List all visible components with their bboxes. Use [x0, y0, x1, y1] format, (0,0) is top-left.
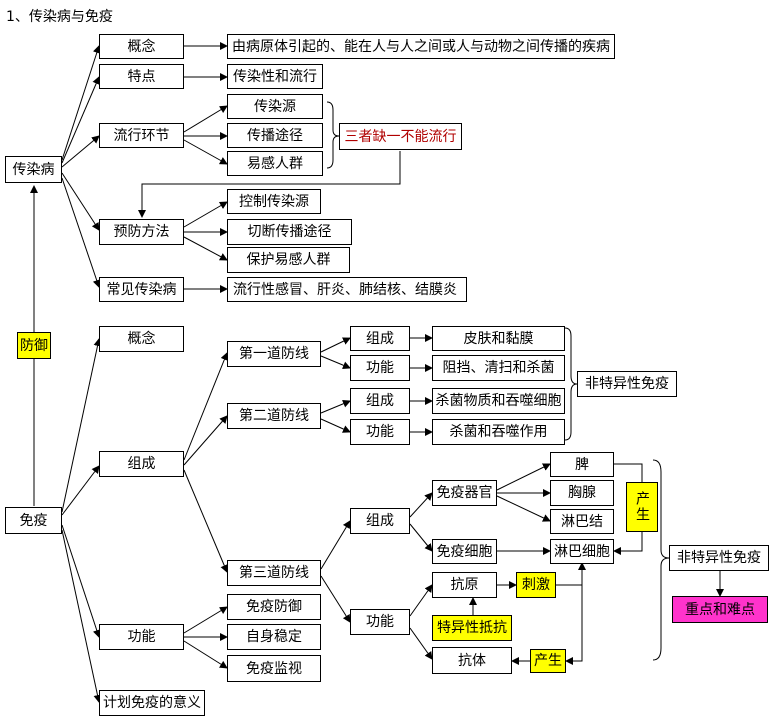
node-mianyi: 免疫 [5, 507, 62, 534]
node-immune-defense: 免疫防御 [227, 594, 321, 620]
node-second-function: 功能 [350, 419, 410, 445]
node-second-line: 第二道防线 [227, 403, 321, 429]
node-produce-1: 产生 [626, 482, 658, 532]
node-composition: 组成 [99, 451, 184, 477]
node-function: 功能 [99, 624, 184, 650]
node-three-conditions: 三者缺一不能流行 [339, 123, 462, 150]
node-planned-immunization: 计划免疫的意义 [99, 690, 205, 716]
node-first-line: 第一道防线 [227, 341, 321, 367]
node-spleen: 脾 [550, 452, 614, 477]
node-skin-mucosa: 皮肤和黏膜 [432, 326, 565, 351]
node-epidemic-links: 流行环节 [99, 123, 184, 148]
node-produce-2: 产生 [530, 649, 566, 673]
node-concept-1: 概念 [99, 34, 184, 59]
node-common-diseases-value: 流行性感冒、肝炎、肺结核、结膜炎 [227, 277, 467, 302]
node-lymph-node: 淋巴结 [550, 509, 614, 534]
node-bactericidal-action: 杀菌和吞噬作用 [432, 419, 565, 445]
node-third-line: 第三道防线 [227, 560, 321, 586]
node-bactericidal-phagocyte: 杀菌物质和吞噬细胞 [432, 388, 565, 414]
node-control-source: 控制传染源 [227, 189, 321, 214]
node-first-composition: 组成 [350, 326, 410, 351]
node-stimulate: 刺激 [516, 572, 556, 598]
node-transmission: 传播途径 [227, 123, 323, 148]
node-self-stability: 自身稳定 [227, 624, 321, 650]
node-chuanranbing: 传染病 [5, 156, 62, 183]
node-protect-susceptible: 保护易感人群 [227, 247, 350, 273]
node-features-value: 传染性和流行 [227, 64, 323, 89]
page-title: 1、传染病与免疫 [6, 9, 113, 25]
node-antibody: 抗体 [432, 647, 512, 674]
node-block-clean: 阻挡、清扫和杀菌 [432, 355, 565, 381]
node-defense: 防御 [17, 332, 51, 359]
node-common-diseases: 常见传染病 [99, 277, 184, 302]
node-nonspecific-immunity-2: 非特异性免疫 [669, 545, 769, 571]
node-lymphocyte: 淋巴细胞 [550, 539, 614, 564]
node-immune-cells: 免疫细胞 [432, 539, 497, 564]
node-features: 特点 [99, 64, 184, 89]
node-third-composition: 组成 [350, 508, 410, 534]
node-first-function: 功能 [350, 355, 410, 381]
node-antigen: 抗原 [432, 572, 497, 598]
node-immune-organs: 免疫器官 [432, 480, 497, 506]
node-concept-2: 概念 [99, 326, 184, 352]
node-immune-surveillance: 免疫监视 [227, 655, 321, 682]
node-concept-1-definition: 由病原体引起的、能在人与人之间或人与动物之间传播的疾病 [227, 34, 615, 59]
node-susceptible: 易感人群 [227, 151, 323, 176]
node-thymus: 胸腺 [550, 480, 614, 506]
node-key-difficult: 重点和难点 [672, 596, 768, 623]
node-third-function: 功能 [350, 609, 410, 635]
node-source: 传染源 [227, 94, 323, 119]
node-second-composition: 组成 [350, 388, 410, 414]
node-prevention: 预防方法 [99, 219, 184, 245]
node-specific-resistance: 特异性抵抗 [432, 615, 512, 641]
node-nonspecific-immunity-1: 非特异性免疫 [577, 371, 677, 397]
node-cut-transmission: 切断传播途径 [227, 219, 352, 245]
